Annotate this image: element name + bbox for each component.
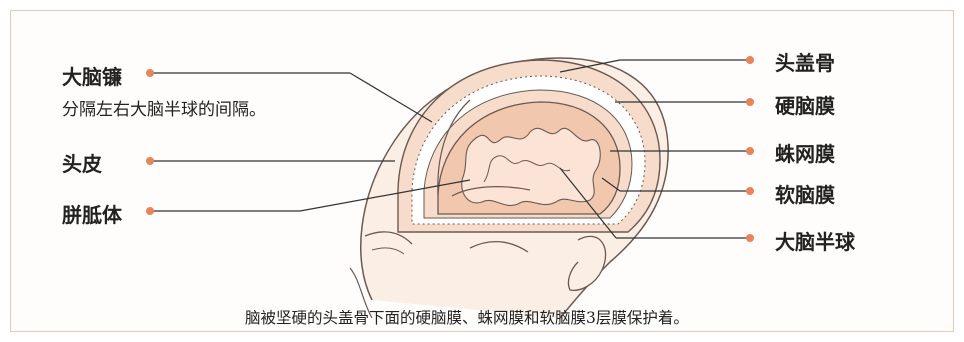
label-arachnoid: 蛛网膜 — [775, 138, 835, 167]
figure-caption: 脑被坚硬的头盖骨下面的硬脑膜、蛛网膜和软脑膜3层膜保护着。 — [245, 306, 689, 328]
label-dura-mater: 硬脑膜 — [775, 90, 835, 119]
label-scalp: 头皮 — [62, 148, 102, 177]
label-corpus-callosum: 胼胝体 — [62, 199, 122, 228]
label-falx: 大脑镰 — [62, 61, 122, 90]
label-cerebral-hemisphere: 大脑半球 — [775, 226, 855, 255]
cutaway-layers — [398, 60, 660, 232]
label-pia-mater: 软脑膜 — [775, 179, 835, 208]
label-falx-description: 分隔左右大脑半球的间隔。 — [62, 95, 266, 120]
label-skull: 头盖骨 — [775, 47, 835, 76]
